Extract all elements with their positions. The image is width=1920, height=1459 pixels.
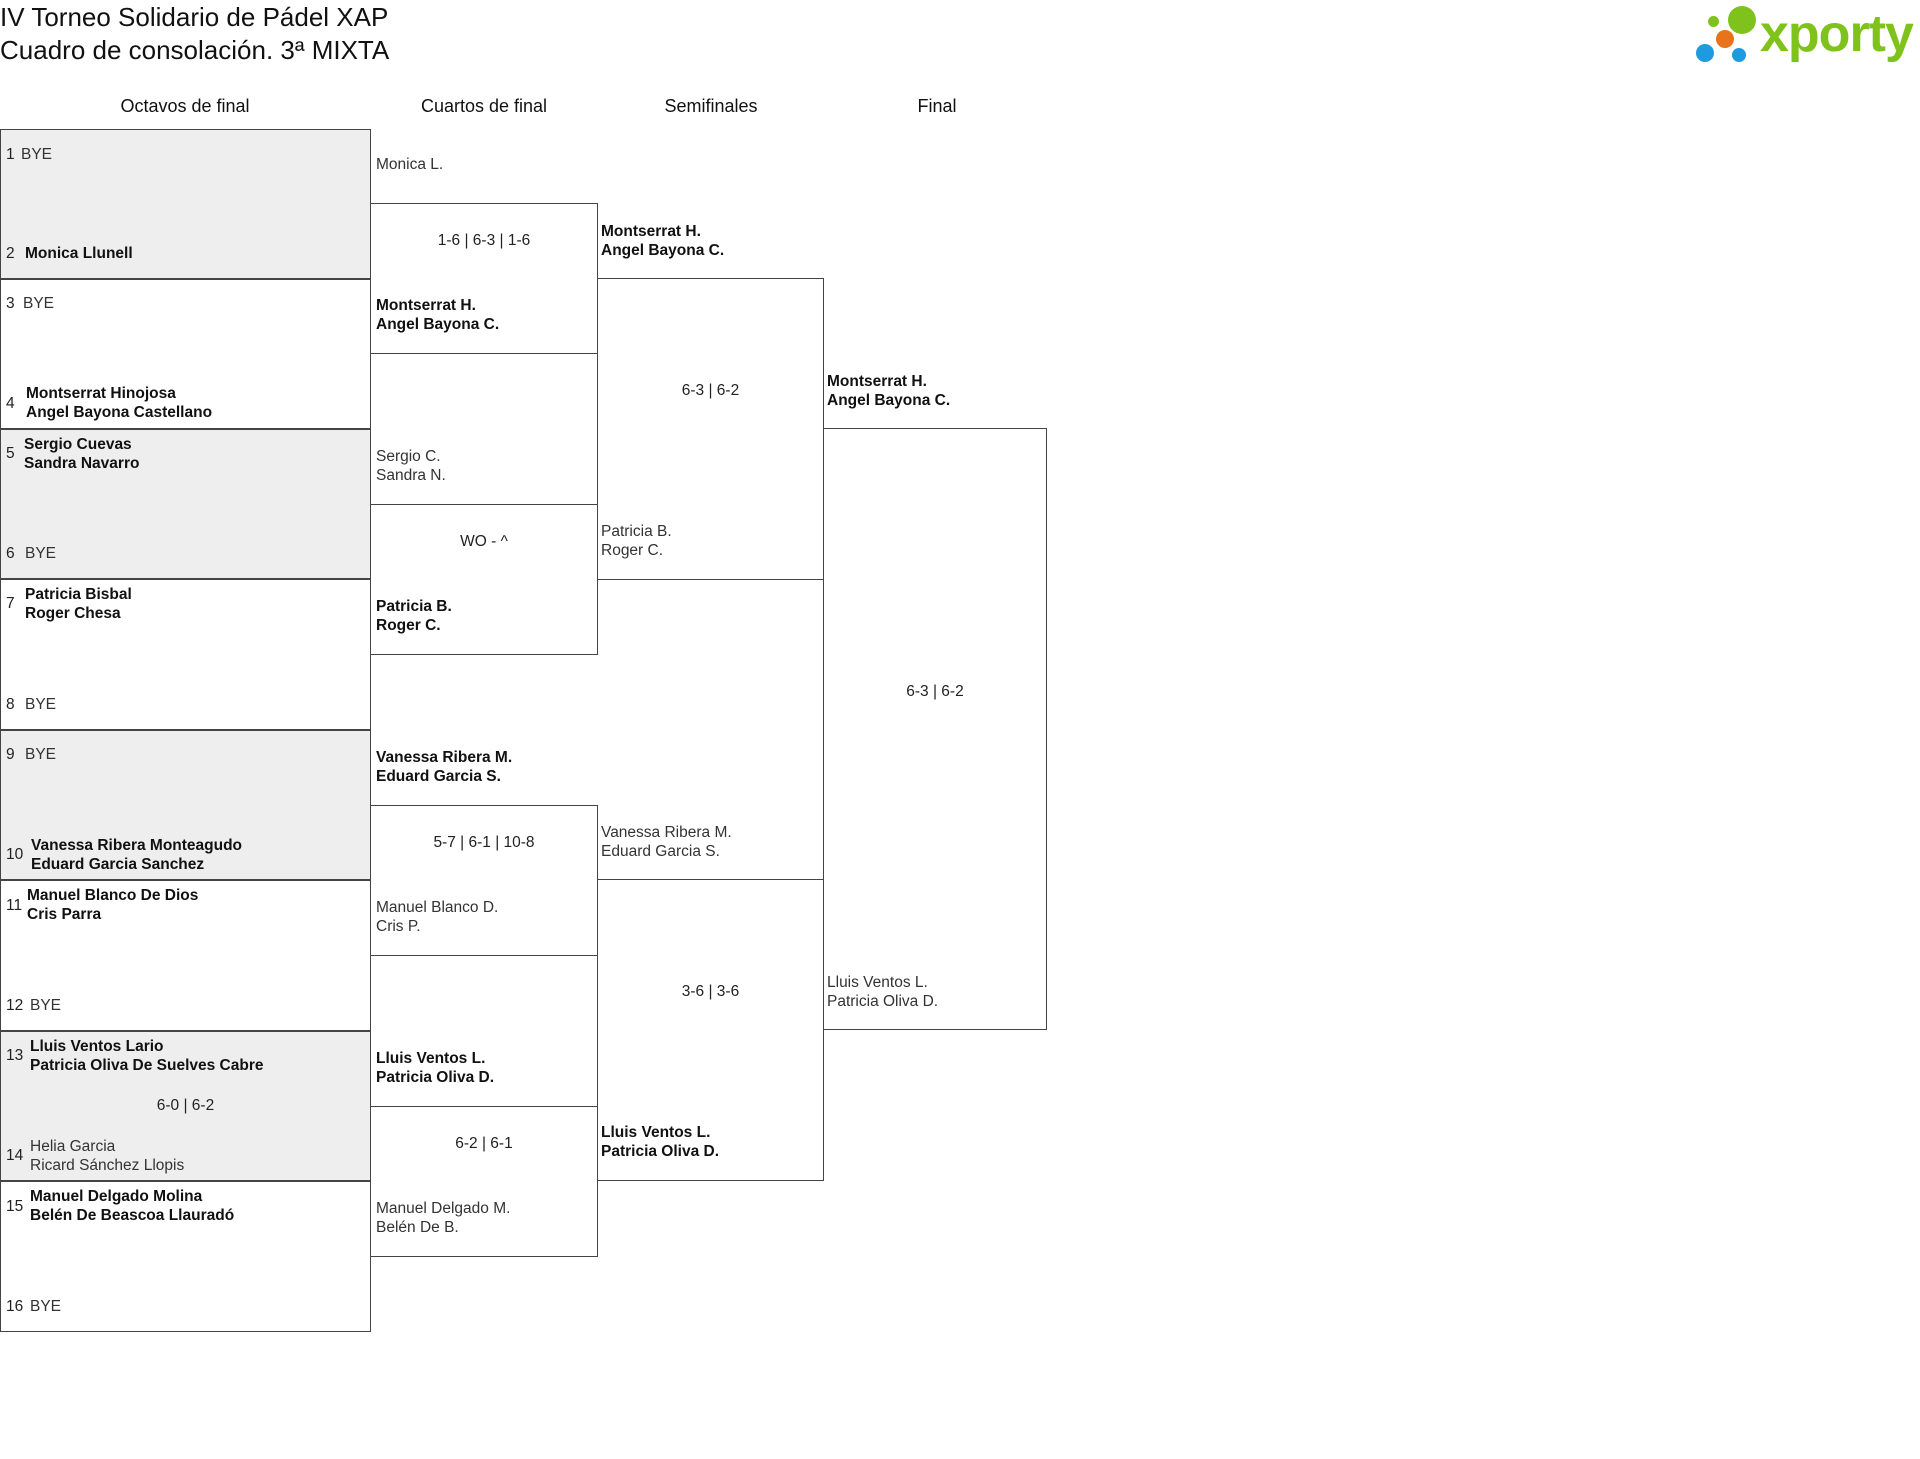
- player-name: Vanessa Ribera Monteagudo: [31, 837, 243, 854]
- player-name: Lluis Ventos L.: [601, 1124, 711, 1141]
- player-name: Montserrat Hinojosa: [26, 385, 176, 402]
- seed-number: 16: [6, 1298, 24, 1315]
- player-name: Manuel Delgado Molina: [30, 1188, 203, 1205]
- player-bye: BYE: [21, 146, 53, 163]
- match-score: 6-2 | 6-1: [455, 1135, 513, 1152]
- round-header-octavos: Octavos de final: [120, 96, 250, 116]
- player-name: Montserrat H.: [601, 223, 701, 240]
- player-name: Eduard Garcia Sanchez: [31, 856, 205, 873]
- player-name: Manuel Blanco D.: [376, 899, 499, 916]
- seed-number: 12: [6, 997, 24, 1014]
- player-name: Cris P.: [376, 918, 421, 935]
- octavos-match-3: [0, 429, 371, 579]
- round-header-final: Final: [917, 96, 957, 116]
- octavos-match-1: [0, 129, 371, 279]
- player-name: Vanessa Ribera M.: [376, 749, 513, 766]
- player-name: Roger C.: [601, 542, 664, 559]
- octavos-match-7: [0, 1031, 371, 1181]
- xporty-logo: xporty: [1690, 0, 1920, 70]
- seed-number: 2: [6, 245, 15, 262]
- match-score: 3-6 | 3-6: [681, 983, 740, 1000]
- seed-number: 15: [6, 1198, 24, 1215]
- seed-number: 5: [6, 445, 15, 462]
- player-name: Vanessa Ribera M.: [601, 824, 732, 841]
- player-name: Patricia B.: [601, 523, 672, 540]
- logo-dot-orange: [1716, 30, 1734, 48]
- player-name: Patricia Bisbal: [25, 586, 132, 603]
- player-name: Patricia B.: [376, 598, 452, 615]
- player-name: Montserrat H.: [827, 373, 927, 390]
- round-header-semifinales: Semifinales: [664, 96, 758, 116]
- player-name: Lluis Ventos L.: [827, 974, 928, 991]
- player-name: Belén De Beascoa Llauradó: [30, 1207, 235, 1224]
- player-name: Manuel Delgado M.: [376, 1200, 511, 1217]
- match-score: 6-3 | 6-2: [906, 683, 964, 700]
- player-name: Helia Garcia: [30, 1138, 116, 1155]
- octavos-match-2: [0, 279, 371, 429]
- logo-dot-blue-small: [1732, 48, 1746, 62]
- bracket-subtitle: Cuadro de consolación. 3ª MIXTA: [0, 35, 390, 65]
- player-name: Monica Llunell: [25, 245, 133, 262]
- player-name: Patricia Oliva D.: [376, 1069, 495, 1086]
- player-name: Ricard Sánchez Llopis: [30, 1157, 185, 1174]
- logo-dot-green-small: [1708, 16, 1719, 27]
- logo-dot-blue: [1696, 44, 1714, 62]
- seed-number: 4: [6, 395, 15, 412]
- player-name: Roger C.: [376, 617, 441, 634]
- semifinal-match-2: [597, 879, 824, 1181]
- match-score: WO - ^: [460, 533, 508, 550]
- player-name: Monica L.: [376, 156, 444, 173]
- player-bye: BYE: [25, 746, 57, 763]
- player-bye: BYE: [25, 545, 57, 562]
- seed-number: 1: [6, 146, 15, 163]
- player-name: Sergio C.: [376, 448, 441, 465]
- seed-number: 6: [6, 545, 15, 562]
- player-name: Cris Parra: [27, 906, 102, 923]
- player-name: Eduard Garcia S.: [376, 768, 501, 785]
- seed-number: 9: [6, 746, 15, 763]
- seed-number: 11: [6, 897, 23, 914]
- seed-number: 8: [6, 696, 15, 713]
- match-score: 1-6 | 6-3 | 1-6: [437, 232, 531, 249]
- player-name: Angel Bayona Castellano: [26, 404, 213, 421]
- cuartos-match-4: [370, 1106, 598, 1257]
- player-name: Angel Bayona C.: [601, 242, 725, 259]
- seed-number: 7: [6, 595, 15, 612]
- seed-number: 3: [6, 295, 15, 312]
- round-header-cuartos: Cuartos de final: [420, 96, 548, 116]
- match-score: 6-3 | 6-2: [681, 382, 740, 399]
- player-name: Lluis Ventos L.: [376, 1050, 486, 1067]
- logo-dot-green: [1728, 6, 1756, 34]
- player-name: Eduard Garcia S.: [601, 843, 720, 860]
- player-name: Montserrat H.: [376, 297, 476, 314]
- octavos-match-5: [0, 730, 371, 880]
- seed-number: 14: [6, 1147, 24, 1164]
- player-name: Angel Bayona C.: [376, 316, 500, 333]
- player-name: Sandra Navarro: [24, 455, 140, 472]
- player-name: Sergio Cuevas: [24, 436, 132, 453]
- player-name: Patricia Oliva De Suelves Cabre: [30, 1057, 264, 1074]
- player-bye: BYE: [23, 295, 55, 312]
- logo-wordmark: xporty: [1760, 5, 1914, 63]
- tournament-title: IV Torneo Solidario de Pádel XAP: [0, 2, 389, 32]
- player-name: Belén De B.: [376, 1219, 459, 1236]
- player-name: Patricia Oliva D.: [601, 1143, 720, 1160]
- player-name: Patricia Oliva D.: [827, 993, 939, 1010]
- player-name: Roger Chesa: [25, 605, 121, 622]
- player-bye: BYE: [25, 696, 57, 713]
- final-match: [823, 428, 1047, 1030]
- seed-number: 10: [6, 846, 24, 863]
- seed-number: 13: [6, 1047, 24, 1064]
- match-score: 5-7 | 6-1 | 10-8: [433, 834, 535, 851]
- player-name: Sandra N.: [376, 467, 446, 484]
- player-name: Lluis Ventos Lario: [30, 1038, 164, 1055]
- player-bye: BYE: [30, 1298, 62, 1315]
- player-bye: BYE: [30, 997, 62, 1014]
- player-name: Angel Bayona C.: [827, 392, 951, 409]
- player-name: Manuel Blanco De Dios: [27, 887, 199, 904]
- match-score: 6-0 | 6-2: [156, 1097, 215, 1114]
